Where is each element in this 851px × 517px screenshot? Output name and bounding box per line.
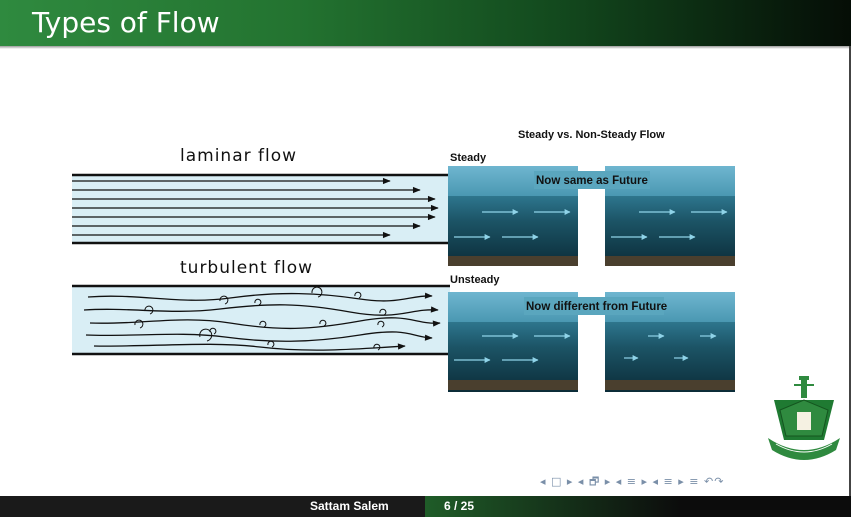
beamer-navigation[interactable]: ◂ □ ▸ ◂ 🗗 ▸ ◂ ≡ ▸ ◂ ≡ ▸ ≡ ↶↷ <box>540 475 725 488</box>
unsteady-caption: Now different from Future <box>526 301 668 313</box>
slide-title: Types of Flow <box>32 6 220 39</box>
steady-unsteady-illustration <box>448 166 735 392</box>
unsteady-label: Unsteady <box>450 274 500 286</box>
steady-label: Steady <box>450 152 487 164</box>
laminar-flow-label: laminar flow <box>180 146 298 166</box>
unsteady-caption-bg <box>524 297 664 315</box>
laminar-pipe <box>72 173 450 245</box>
steady-caption-bg <box>534 171 650 189</box>
header-shadow <box>0 46 851 49</box>
slide-footer: Sattam Salem 6 / 25 <box>0 496 851 517</box>
turbulent-flow-label: turbulent flow <box>180 258 314 278</box>
steady-caption: Now same as Future <box>536 175 648 187</box>
steady-figure-title: Steady vs. Non-Steady Flow <box>518 129 665 141</box>
footer-author: Sattam Salem <box>310 499 389 513</box>
turbulent-pipe <box>72 284 450 356</box>
flow-diagram <box>72 173 450 356</box>
slide-header: Types of Flow <box>0 0 851 46</box>
footer-author-section: Sattam Salem <box>0 496 425 517</box>
footer-page-number: 6 / 25 <box>444 499 475 513</box>
university-emblem-icon <box>768 376 840 460</box>
right-edge-bar <box>849 46 851 496</box>
footer-page-section: 6 / 25 <box>425 496 851 517</box>
